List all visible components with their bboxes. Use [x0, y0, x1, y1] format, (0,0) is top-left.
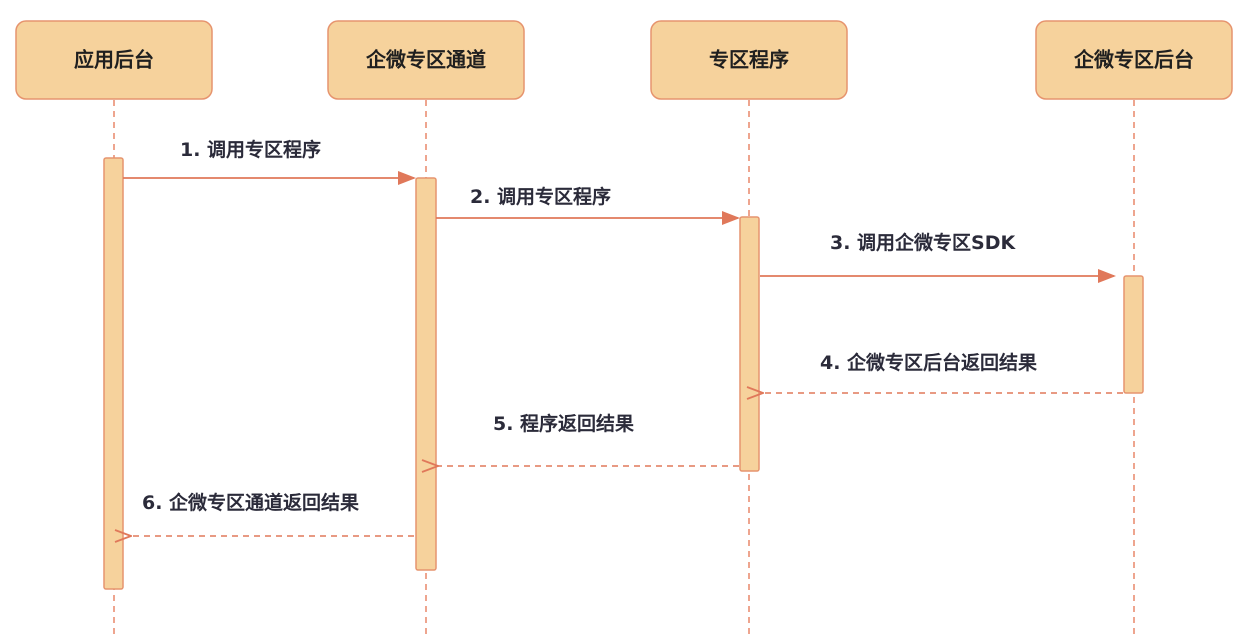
participant-label: 应用后台 [74, 48, 154, 72]
participant-app: 应用后台 [15, 20, 213, 100]
participant-program: 专区程序 [650, 20, 848, 100]
message-4: 4. 企微专区后台返回结果 [763, 351, 1123, 393]
activation-bar-backend [1123, 275, 1144, 394]
activation-bar-program [739, 216, 760, 472]
message-3: 3. 调用企微专区SDK [760, 231, 1116, 283]
message-label: 4. 企微专区后台返回结果 [820, 351, 1037, 374]
participant-label: 企微专区后台 [1073, 48, 1194, 72]
participant-channel: 企微专区通道 [327, 20, 525, 100]
message-label: 2. 调用专区程序 [470, 185, 611, 208]
message-label: 1. 调用专区程序 [180, 138, 321, 161]
participant-label: 企微专区通道 [365, 48, 486, 72]
participant-label: 专区程序 [709, 48, 789, 72]
message-1: 1. 调用专区程序 [123, 138, 416, 185]
message-5: 5. 程序返回结果 [438, 412, 739, 466]
message-6: 6. 企微专区通道返回结果 [131, 491, 414, 536]
message-2: 2. 调用专区程序 [436, 185, 740, 225]
activation-bar-app [103, 157, 124, 590]
participant-backend: 企微专区后台 [1035, 20, 1233, 100]
message-label: 6. 企微专区通道返回结果 [142, 491, 359, 514]
message-label: 5. 程序返回结果 [493, 412, 634, 435]
activation-bar-channel [415, 177, 437, 571]
message-label: 3. 调用企微专区SDK [830, 231, 1017, 254]
